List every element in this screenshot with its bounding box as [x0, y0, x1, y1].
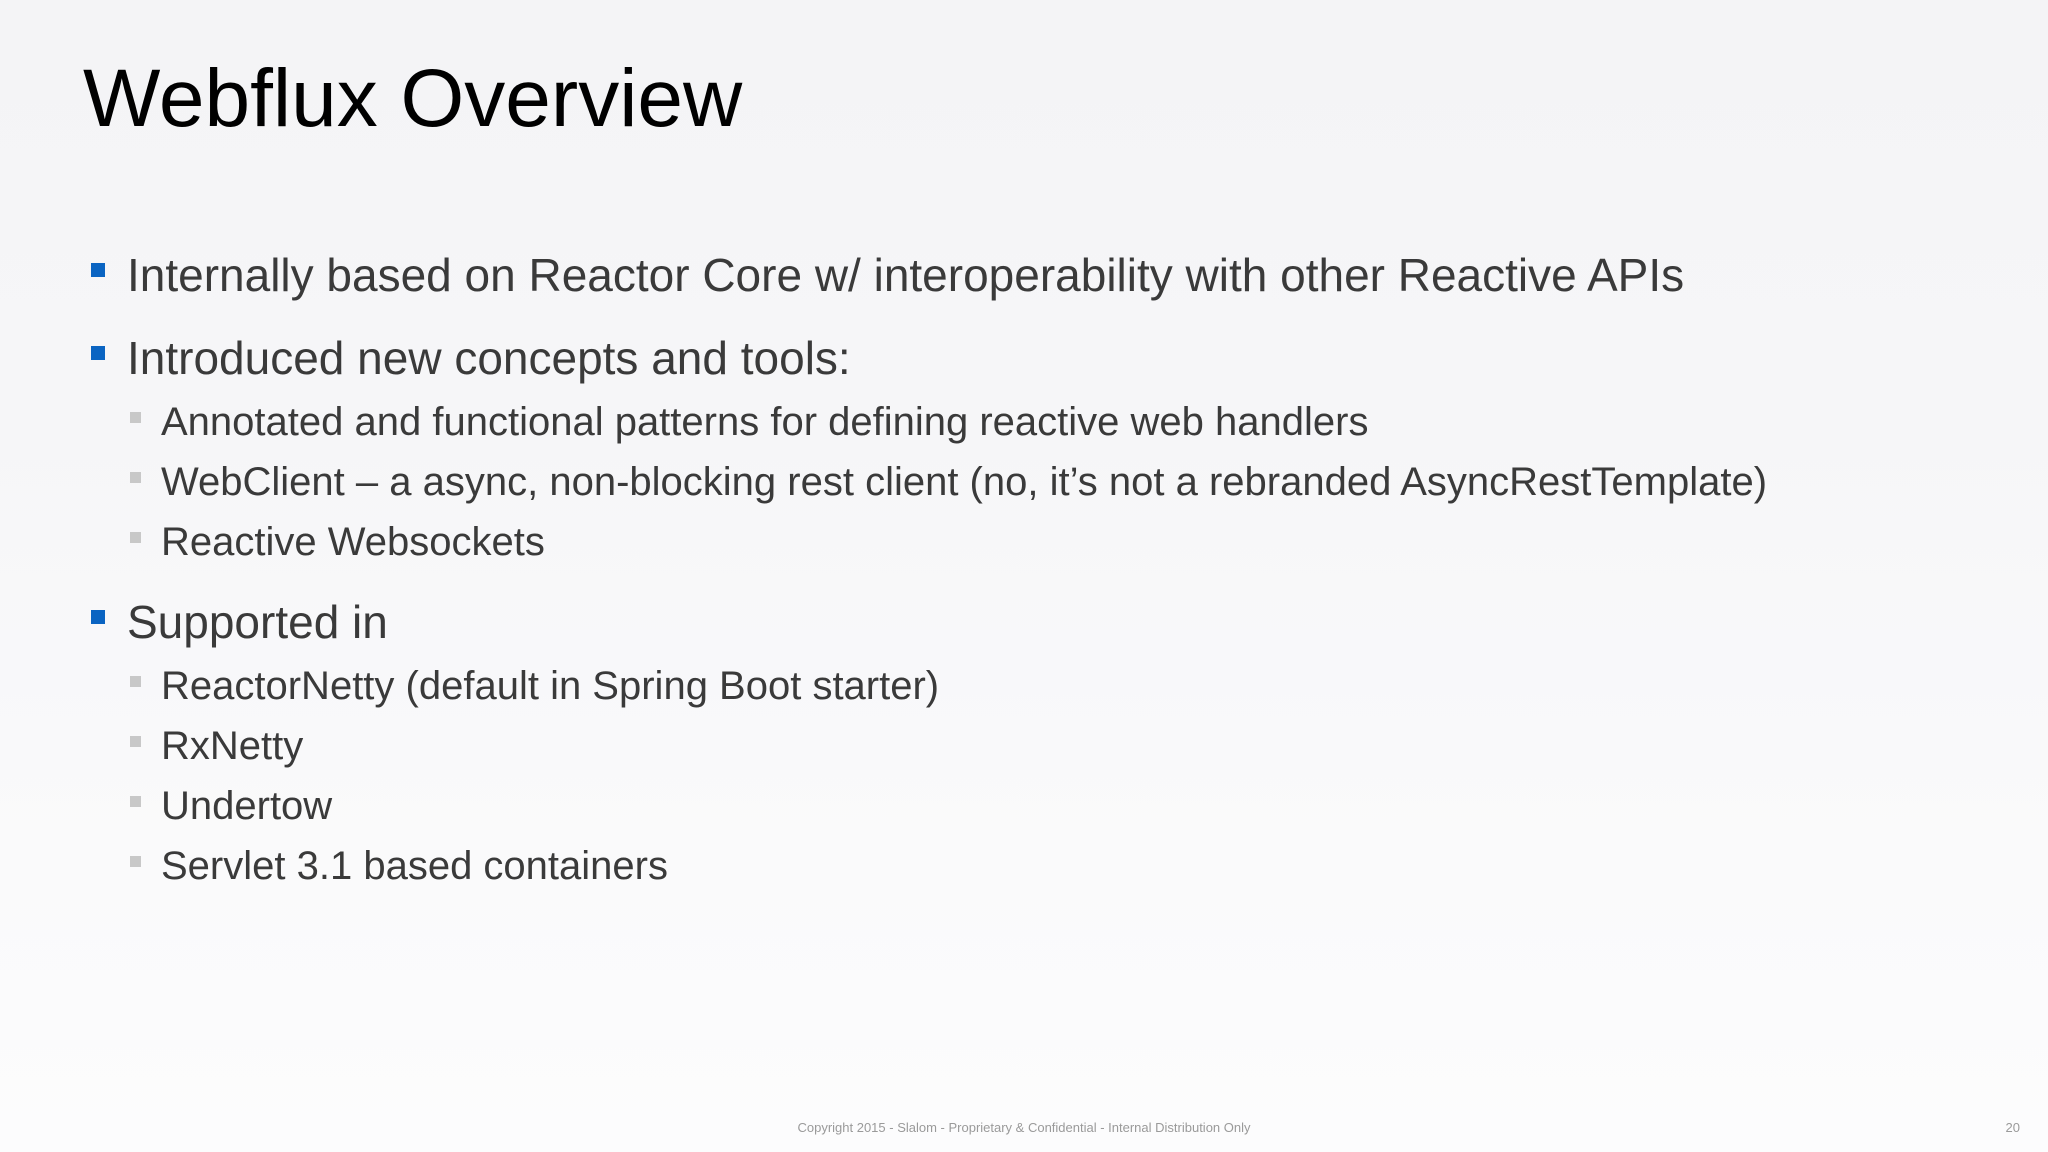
sub-bullet-text: Reactive Websockets — [161, 520, 545, 564]
square-sub-bullet-icon — [130, 472, 141, 483]
square-sub-bullet-icon — [130, 856, 141, 867]
square-bullet-icon — [91, 263, 105, 277]
bullet-text: Internally based on Reactor Core w/ inte… — [127, 249, 1685, 301]
sub-bullet-text: ReactorNetty (default in Spring Boot sta… — [161, 664, 940, 708]
sub-bullet-text: WebClient – a async, non-blocking rest c… — [161, 460, 1768, 504]
bullet-text: Supported in — [127, 596, 388, 648]
square-sub-bullet-icon — [130, 532, 141, 543]
sub-bullet-text: Servlet 3.1 based containers — [161, 844, 668, 888]
sub-bullet-text: Annotated and functional patterns for de… — [161, 400, 1369, 444]
square-bullet-icon — [91, 610, 105, 624]
square-sub-bullet-icon — [130, 736, 141, 747]
sub-bullet-text: RxNetty — [161, 724, 304, 768]
footer-copyright: Copyright 2015 - Slalom - Proprietary & … — [797, 1120, 1251, 1135]
bullet-text: Introduced new concepts and tools: — [127, 332, 851, 384]
square-sub-bullet-icon — [130, 796, 141, 807]
page-number: 20 — [2005, 1120, 2020, 1135]
sub-bullet-text: Undertow — [161, 784, 333, 828]
square-sub-bullet-icon — [130, 676, 141, 687]
slide-title: Webflux Overview — [83, 53, 743, 144]
square-bullet-icon — [91, 346, 105, 360]
square-sub-bullet-icon — [130, 412, 141, 423]
